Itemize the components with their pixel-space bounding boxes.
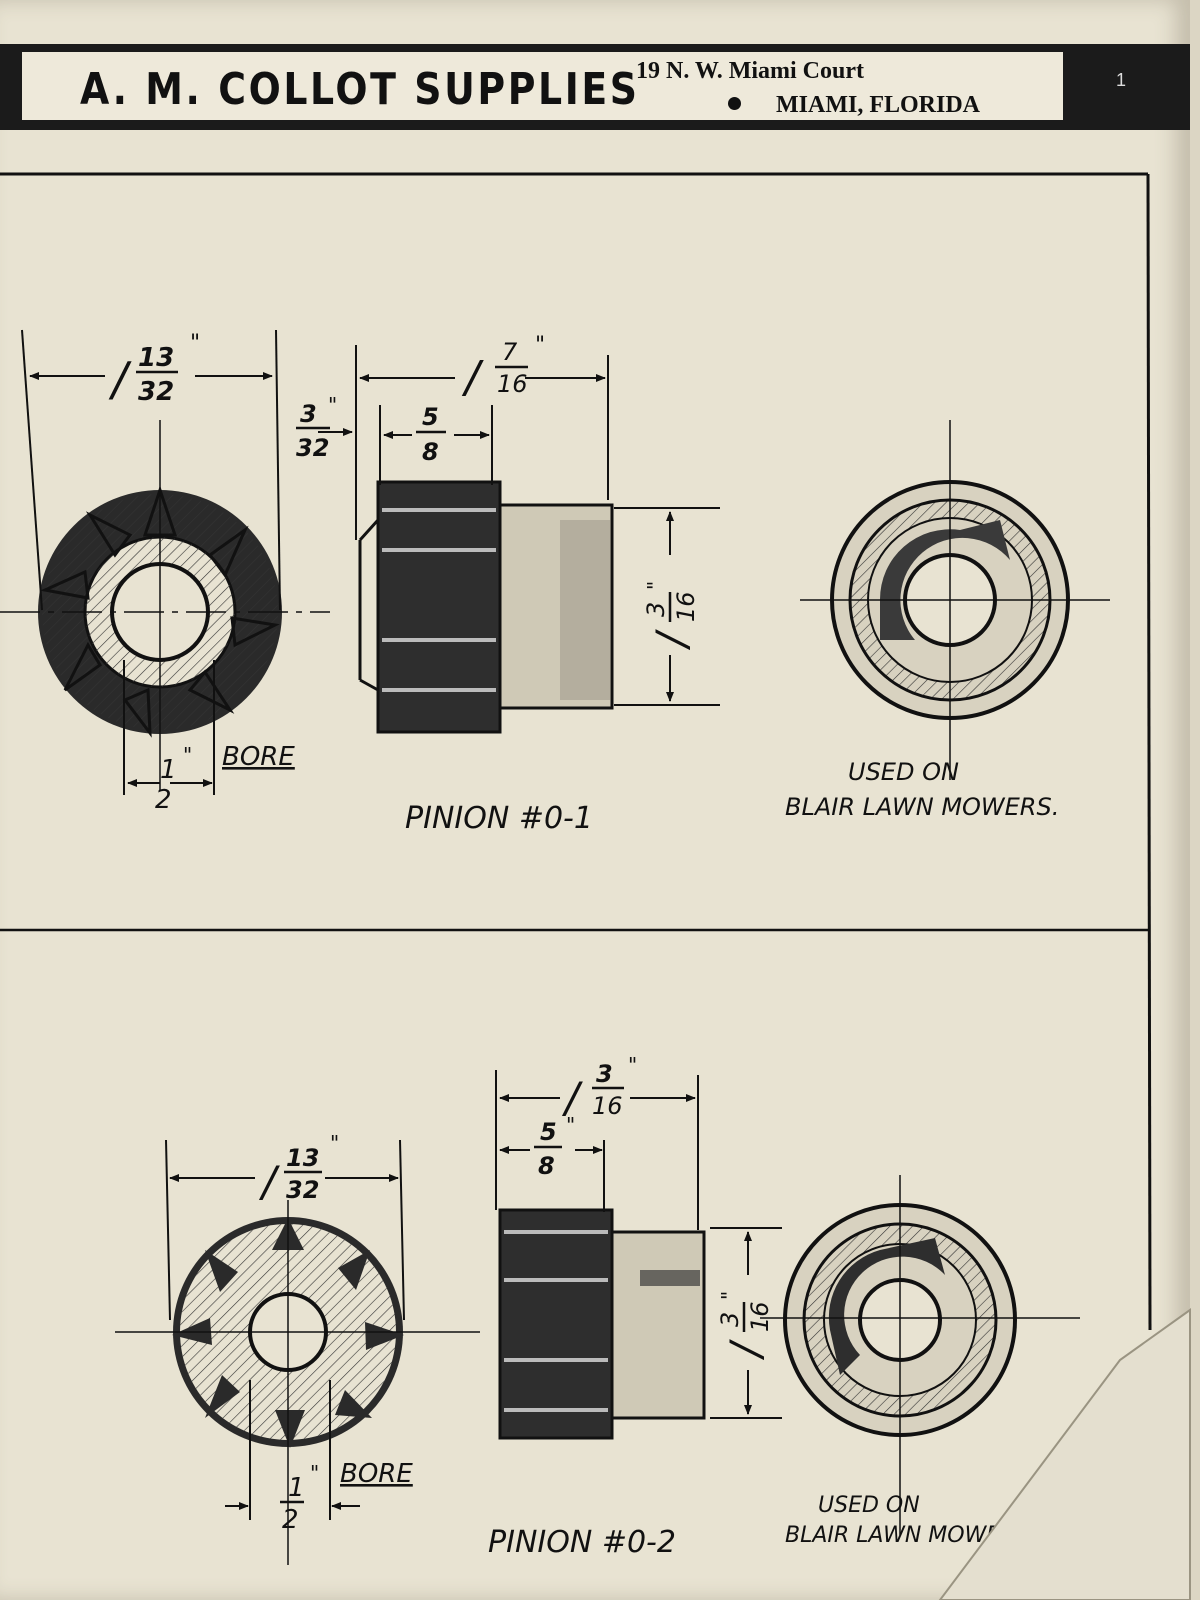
gear-teeth-1 — [40, 485, 280, 738]
svg-text:/: / — [647, 629, 696, 651]
gear-side-view-2 — [498, 1208, 706, 1440]
shoulder-num-1: 3 — [300, 400, 317, 428]
svg-text:3: 3 — [716, 1312, 744, 1327]
od-inch-mark-1: " — [190, 331, 200, 356]
dimension-height-1 — [614, 507, 720, 706]
length-inch-2: " — [628, 1053, 637, 1077]
svg-text:": " — [643, 581, 667, 590]
shoulder-inch-1: " — [328, 393, 337, 417]
bore-inch-1: " — [183, 743, 192, 767]
note-line1-panel1: USED ON — [848, 758, 959, 786]
gear-rear-view-1 — [800, 420, 1110, 780]
length-den-2: 16 — [592, 1092, 623, 1120]
gear-side-view-1 — [358, 480, 614, 734]
gear-rear-view-2 — [760, 1175, 1080, 1535]
pinion-title-1: PINION #0-1 — [405, 801, 593, 836]
bore-num-1: 1 — [160, 755, 177, 785]
gearwidth-num-2: 5 — [540, 1118, 557, 1146]
height-label-2: / 3 16 " — [716, 1291, 774, 1361]
svg-text:16: 16 — [746, 1301, 774, 1332]
bore-label-2: BORE — [340, 1459, 413, 1489]
dimension-length-2 — [495, 1070, 699, 1230]
od-whole-1: / — [108, 352, 132, 406]
length-den-1: 16 — [497, 370, 528, 398]
dimension-outer-diameter-2 — [165, 1139, 405, 1321]
od-den-2: 32 — [286, 1176, 319, 1204]
panel-pinion-0-2: / 13 32 " 1 " 2 BORE — [115, 1053, 1080, 1565]
length-num-1: 7 — [502, 338, 518, 366]
bore-num-2: 1 — [288, 1473, 305, 1503]
length-num-2: 3 — [596, 1060, 613, 1088]
dimension-height-2 — [710, 1227, 782, 1419]
length-whole-1: / — [461, 352, 484, 403]
brand-name: A. M. COLLOT SUPPLIES — [80, 64, 640, 115]
panel-pinion-0-1: / 13 32 " 1 " 2 BORE — [0, 329, 1110, 836]
bore-den-2: 2 — [282, 1505, 299, 1535]
gear-front-view-2 — [115, 1200, 480, 1565]
address-city: MIAMI, FLORIDA — [776, 92, 980, 118]
dimension-bore-2 — [225, 1380, 360, 1520]
od-num-2: 13 — [286, 1144, 319, 1172]
height-label-1: / 3 16 " — [642, 581, 700, 651]
svg-text:3: 3 — [642, 602, 670, 617]
svg-text:/: / — [721, 1339, 770, 1361]
note-line1-panel2: USED ON — [818, 1493, 920, 1518]
gear-front-view-1 — [0, 420, 330, 790]
gearwidth-den-2: 8 — [538, 1152, 555, 1180]
header-box — [20, 50, 1065, 122]
gearwidth-num-1: 5 — [422, 403, 439, 431]
gearwidth-inch-2: " — [566, 1113, 575, 1137]
bore-label-1: BORE — [222, 742, 295, 772]
length-whole-2: / — [561, 1073, 583, 1122]
dimension-length-1 — [318, 345, 609, 540]
od-whole-2: / — [258, 1157, 280, 1206]
panel-frames — [0, 172, 1152, 1331]
gearwidth-den-1: 8 — [422, 438, 439, 466]
dimension-outer-diameter-1 — [21, 329, 281, 611]
svg-text:16: 16 — [672, 591, 700, 622]
pinion-title-2: PINION #0-2 — [488, 1525, 676, 1560]
page-number: 1 — [1116, 70, 1127, 90]
bullet-dot — [728, 97, 741, 110]
address-street: 19 N. W. Miami Court — [636, 58, 864, 84]
svg-text:": " — [717, 1291, 741, 1300]
od-inch-2: " — [330, 1131, 339, 1155]
folded-corner — [938, 1308, 1191, 1600]
bore-inch-2: " — [310, 1461, 319, 1485]
dimension-bore-1 — [123, 660, 215, 795]
shoulder-den-1: 32 — [296, 434, 329, 462]
note-line2-panel1: BLAIR LAWN MOWERS. — [785, 793, 1059, 821]
od-fraction-1-den: 32 — [138, 377, 174, 407]
od-fraction-1: 13 — [138, 343, 174, 373]
bore-den-1: 2 — [155, 785, 172, 815]
length-inch-1: " — [535, 333, 545, 358]
